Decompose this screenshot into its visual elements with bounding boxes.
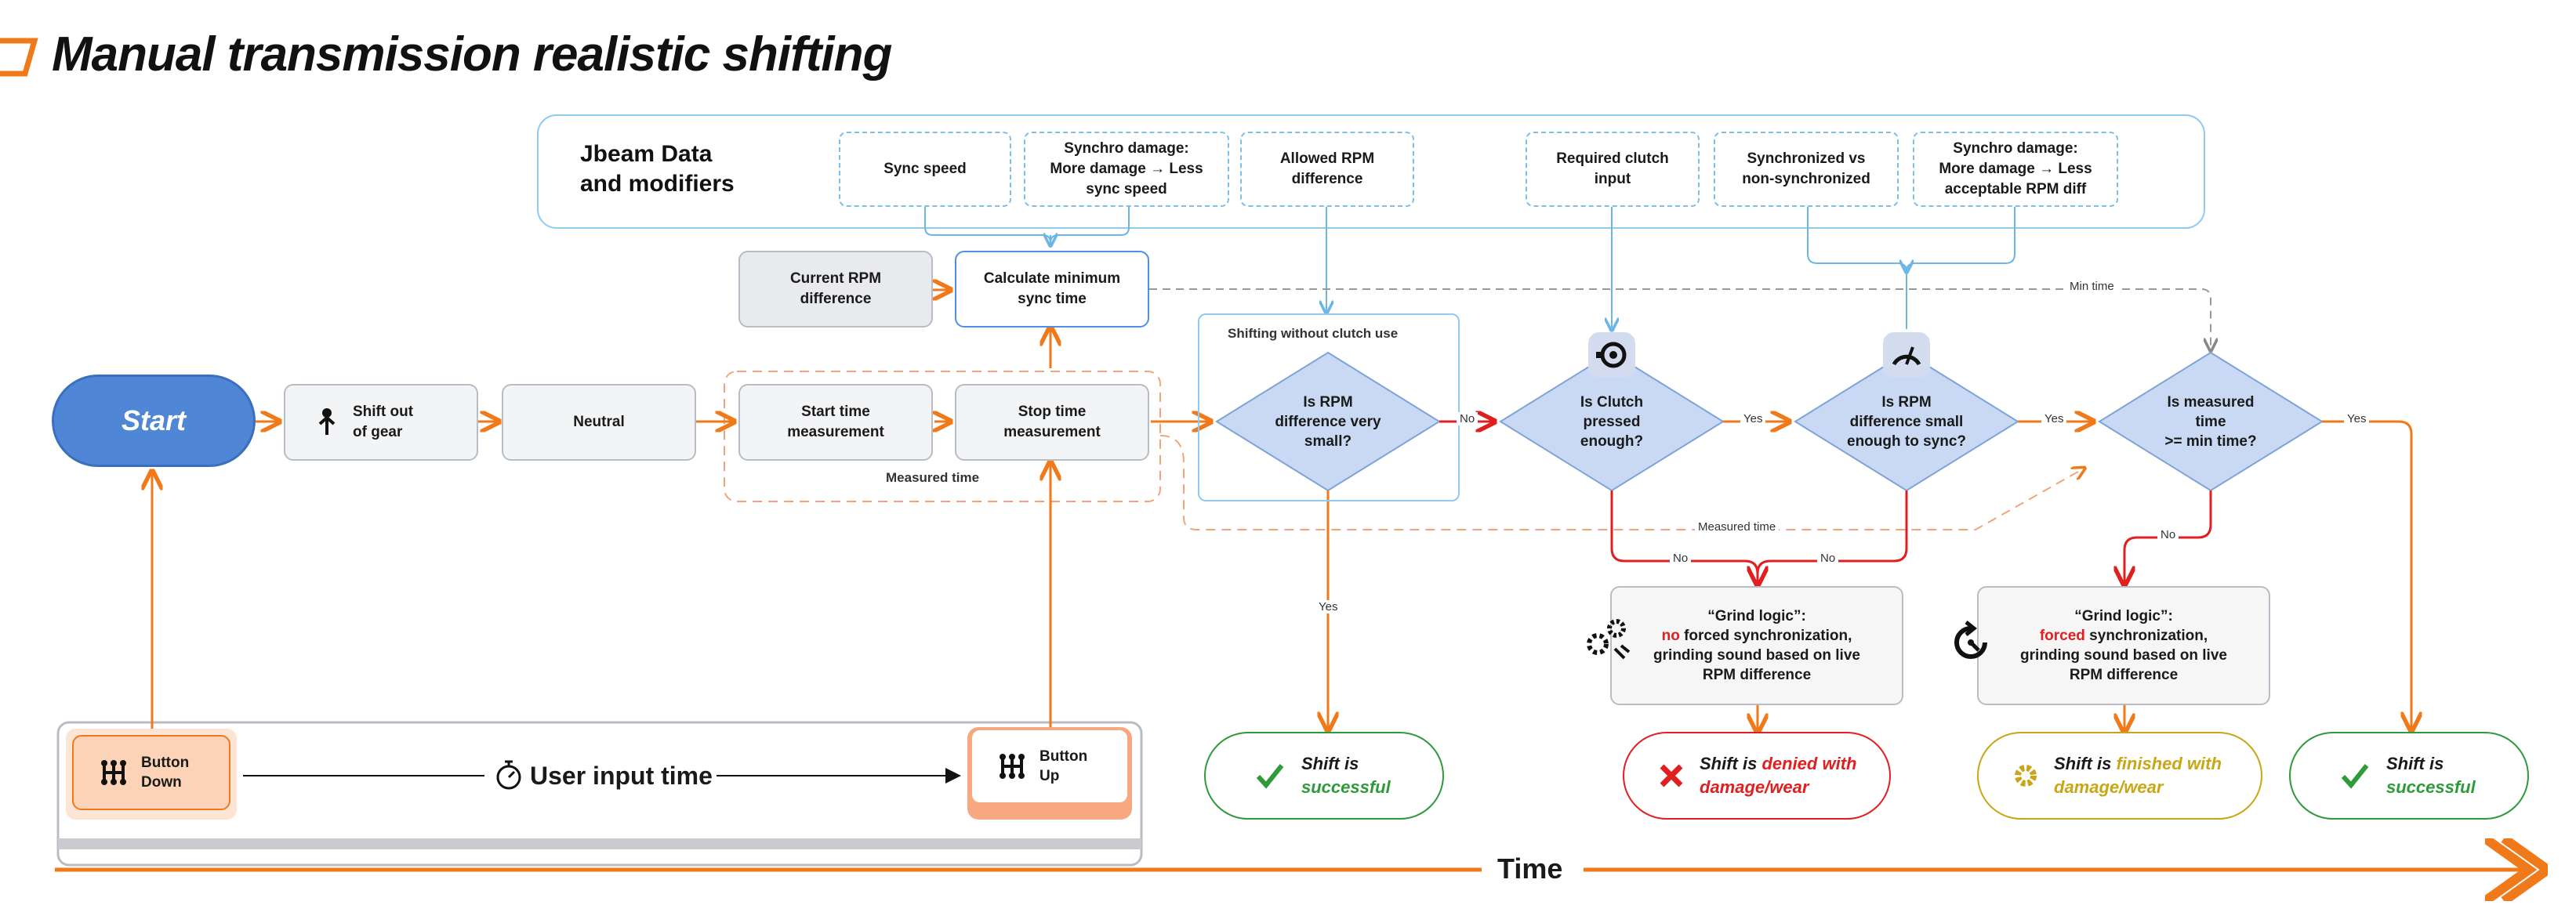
- check-icon: [1256, 764, 1284, 789]
- denied-prefix: Shift is: [1700, 754, 1762, 773]
- denied-line2: damage/wear: [1700, 777, 1809, 797]
- measured-time-group: [724, 371, 1161, 502]
- d4-text: Is measured time >= min time?: [2164, 393, 2257, 450]
- gear-wear-icon: [2015, 765, 2037, 787]
- grind-no-box: “Grind logic”: no forced synchronization…: [1610, 586, 1903, 705]
- grind-forced-line2: forced synchronization,: [2040, 626, 2208, 646]
- wire-measured-time: [1159, 435, 2084, 530]
- edge-yes-3: Yes: [2344, 412, 2370, 425]
- start-label: Start: [121, 404, 187, 436]
- shift-out-label: Shift out of gear: [353, 404, 414, 440]
- shift-out-of-gear: Shift out of gear: [284, 384, 478, 461]
- timeline-bar: [58, 838, 1141, 849]
- success-2-line1: Shift is: [2386, 754, 2444, 773]
- button-down-label: Button Down: [141, 755, 190, 791]
- wire-synchro-damage-rpm: [1907, 207, 2015, 271]
- d2-text: Is Clutch pressed enough?: [1580, 393, 1644, 450]
- current-rpm-difference: Current RPM difference: [738, 251, 933, 328]
- button-up[interactable]: Button Up: [971, 729, 1129, 804]
- edge-measured-time: Measured time: [1695, 520, 1780, 534]
- jbeam-synchronized: Synchronized vs non-synchronized: [1714, 132, 1899, 207]
- gear-lever-icon: [318, 408, 336, 435]
- start-node: Start: [52, 375, 256, 467]
- edge-no-1: No: [1457, 412, 1478, 425]
- rpm-gauge-icon: [1883, 332, 1930, 378]
- edge-min-time: Min time: [2066, 280, 2117, 293]
- wire-d4-yes: [2322, 420, 2411, 729]
- finished-line2: damage/wear: [2054, 777, 2164, 797]
- denied-highlight: denied with: [1761, 754, 1857, 773]
- measured-time-label: Measured time: [886, 470, 980, 485]
- success-1-line2: successful: [1301, 777, 1391, 797]
- stopwatch-icon: [496, 760, 521, 790]
- grind-no-line3: grinding sound based on live: [1653, 647, 1860, 664]
- start-time-measurement: Start time measurement: [738, 384, 933, 461]
- shifter-pattern-icon: [101, 760, 126, 785]
- grind-forced-line4: RPM difference: [2069, 667, 2179, 683]
- button-up-label: Button Up: [1039, 748, 1088, 784]
- stop-time-measurement: Stop time measurement: [955, 384, 1149, 461]
- grind-forced-keyword: forced: [2039, 628, 2085, 644]
- jbeam-title: Jbeam Data and modifiers: [580, 141, 735, 197]
- jbeam-synchro-damage-speed: Synchro damage: More damage → Less sync …: [1024, 132, 1229, 207]
- shifter-pattern-icon: [1000, 754, 1025, 779]
- gears-grind-icon: [1587, 619, 1631, 660]
- success-1-line1: Shift is: [1301, 754, 1359, 773]
- timeline-container: [56, 721, 1143, 867]
- grind-forced-rest: synchronization,: [2084, 628, 2208, 644]
- grind-forced-line1: “Grind logic”:: [2074, 608, 2173, 624]
- grind-forced-line3: grinding sound based on live: [2020, 647, 2227, 664]
- wire-min-time: [1149, 288, 2211, 349]
- finished-prefix: Shift is: [2054, 754, 2117, 773]
- clutch-pedal-icon: [1588, 332, 1635, 378]
- cross-icon: [1660, 764, 1683, 787]
- grind-no-rest: forced synchronization,: [1679, 628, 1852, 644]
- page-title: Manual transmission realistic shifting: [52, 27, 892, 81]
- edge-no-sync: No: [1817, 552, 1839, 565]
- finished-line1: Shift is finished with: [2054, 752, 2222, 776]
- finished-highlight: finished with: [2116, 754, 2222, 773]
- jbeam-sync-speed: Sync speed: [839, 132, 1011, 207]
- jbeam-allowed-rpm: Allowed RPM difference: [1240, 132, 1414, 207]
- grind-forced-box: “Grind logic”: forced synchronization, g…: [1977, 586, 2270, 705]
- neutral-node: Neutral: [502, 384, 696, 461]
- edge-no-time: No: [2157, 528, 2179, 541]
- edge-yes-down: Yes: [1315, 600, 1341, 614]
- d1-text: Is RPM difference very small?: [1275, 393, 1381, 450]
- wire-d2-no: [1610, 490, 1759, 583]
- no-clutch-container: [1198, 313, 1460, 501]
- check-icon: [2341, 764, 2369, 789]
- calculate-sync-time: Calculate minimum sync time: [955, 251, 1149, 328]
- title-bracket-icon: [0, 38, 38, 77]
- time-axis-label: Time: [1497, 852, 1563, 885]
- no-clutch-title: Shifting without clutch use: [1228, 326, 1399, 341]
- d3-text: Is RPM difference small enough to sync?: [1847, 393, 1966, 450]
- user-input-time-label: User input time: [530, 762, 713, 790]
- denied-line1: Shift is denied with: [1700, 752, 1856, 776]
- forced-sync-icon: [1954, 621, 1987, 659]
- grind-no-line1: “Grind logic”:: [1707, 608, 1806, 624]
- edge-yes-2: Yes: [2041, 412, 2067, 425]
- grind-no-keyword: no: [1661, 628, 1680, 644]
- outcome-success-1: Shift is successful: [1204, 732, 1444, 820]
- jbeam-required-clutch: Required clutch input: [1526, 132, 1700, 207]
- edge-yes-1: Yes: [1740, 412, 1766, 425]
- button-down[interactable]: Button Down: [72, 735, 230, 810]
- edge-no-clutch: No: [1670, 552, 1692, 565]
- grind-no-line4: RPM difference: [1702, 667, 1812, 683]
- outcome-success-2: Shift is successful: [2289, 732, 2529, 820]
- grind-no-line2: no forced synchronization,: [1662, 626, 1852, 646]
- wire-d3-no: [1758, 490, 1908, 583]
- success-2-line2: successful: [2386, 777, 2476, 797]
- jbeam-synchro-damage-rpm: Synchro damage: More damage → Less accep…: [1913, 132, 2118, 207]
